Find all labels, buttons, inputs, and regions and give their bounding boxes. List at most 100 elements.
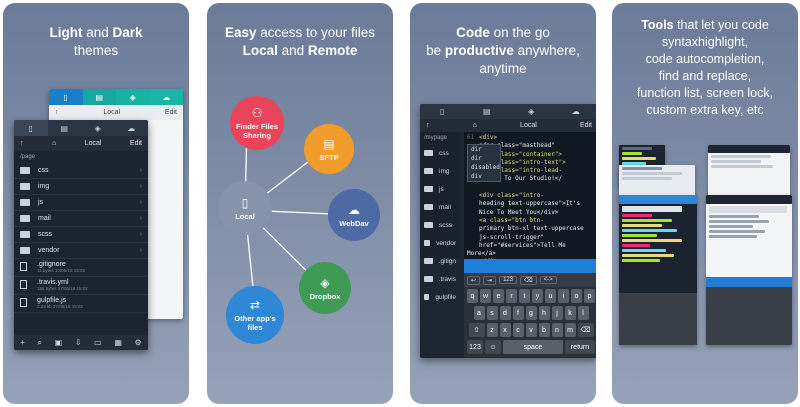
add-icon[interactable]: + — [20, 338, 25, 347]
folder-row[interactable]: scss› — [14, 227, 148, 243]
sidebar-item[interactable]: css — [420, 144, 460, 162]
sidebar-item[interactable]: img — [420, 162, 460, 180]
folder-row[interactable]: js› — [14, 195, 148, 211]
gear-icon[interactable]: ⚙ — [134, 338, 142, 347]
key-i[interactable]: i — [558, 289, 569, 303]
sidebar-item[interactable]: js — [420, 180, 460, 198]
window-icon[interactable]: ▭ — [94, 338, 102, 347]
key-y[interactable]: y — [532, 289, 543, 303]
dropbox-node[interactable]: ◈ Dropbox — [299, 262, 351, 314]
autocomplete-item[interactable]: dir — [471, 146, 482, 153]
key-g[interactable]: g — [525, 306, 537, 320]
key-p[interactable]: p — [584, 289, 595, 303]
key-r[interactable]: r — [506, 289, 517, 303]
key-w[interactable]: w — [480, 289, 491, 303]
key-n[interactable]: n — [551, 323, 563, 337]
server-icon[interactable]: ▤ — [60, 123, 69, 133]
autocomplete-item[interactable]: div — [471, 173, 482, 180]
mini-toolbar — [706, 277, 792, 287]
extra-key[interactable]: 123 — [499, 276, 518, 284]
cloud-icon[interactable]: ☁ — [149, 89, 183, 105]
key-u[interactable]: u — [545, 289, 556, 303]
key-h[interactable]: h — [538, 306, 550, 320]
up-arrow-icon[interactable]: ↑ — [55, 109, 59, 116]
cloud-icon[interactable]: ☁ — [127, 123, 136, 133]
extra-key[interactable]: <-> — [539, 276, 557, 284]
extra-key[interactable]: ⇥ — [483, 275, 497, 285]
numbers-key[interactable]: 123 — [467, 340, 483, 354]
folder-row[interactable]: css› — [14, 163, 148, 179]
key-x[interactable]: x — [499, 323, 511, 337]
sidebar-item[interactable]: scss — [420, 216, 460, 234]
sidebar-item[interactable]: vendor — [420, 234, 460, 252]
code-text: <div class="intro-text"> — [479, 158, 566, 166]
key-k[interactable]: k — [564, 306, 576, 320]
key-q[interactable]: q — [467, 289, 478, 303]
finder-files-sharing-node[interactable]: ⚇ Finder Files Sharing — [230, 96, 284, 150]
local-node[interactable]: ▯ Local — [218, 181, 272, 235]
sidebar-item[interactable]: .travis — [420, 270, 460, 288]
up-arrow-icon[interactable]: ↑ — [20, 140, 24, 147]
bottom-toolbar: + ⌕ ▣ ⇩ ▭ ▦ ⚙ — [14, 335, 148, 350]
folder-row[interactable]: img› — [14, 179, 148, 195]
sidebar-item[interactable]: .gitign — [420, 252, 460, 270]
server-icon[interactable]: ▤ — [482, 107, 491, 116]
key-b[interactable]: b — [538, 323, 550, 337]
save-icon[interactable]: ▣ — [54, 338, 63, 347]
backspace-key[interactable]: ⌫ — [577, 323, 594, 337]
transfer-icon: ⇄ — [249, 298, 261, 312]
finder-icon: ⚇ — [251, 106, 263, 120]
folder-row[interactable]: vendor› — [14, 243, 148, 259]
device-icon[interactable]: ▯ — [440, 107, 445, 116]
up-arrow-icon[interactable]: ↑ — [426, 122, 430, 129]
dropbox-icon[interactable]: ◈ — [94, 123, 101, 133]
edit-button[interactable]: Edit — [129, 140, 142, 147]
cloud-icon[interactable]: ☁ — [571, 107, 580, 116]
edit-button[interactable]: Edit — [579, 122, 592, 129]
return-key[interactable]: return — [565, 340, 595, 354]
device-icon[interactable]: ▯ — [49, 89, 83, 105]
download-icon[interactable]: ⇩ — [74, 338, 82, 347]
home-icon[interactable]: ⌂ — [472, 122, 477, 129]
shift-key[interactable]: ⇧ — [468, 323, 485, 337]
sidebar-item[interactable]: mail — [420, 198, 460, 216]
terminal-icon[interactable]: ▦ — [114, 338, 122, 347]
key-l[interactable]: l — [577, 306, 589, 320]
search-icon[interactable]: ⌕ — [37, 337, 43, 347]
dark-theme-phone: ▯ ▤ ◈ ☁ ↑ ⌂ Local Edit /page css›img›js›… — [14, 120, 148, 350]
key-d[interactable]: d — [499, 306, 511, 320]
autocomplete-item[interactable]: dir — [471, 155, 482, 162]
extra-key[interactable]: ↩ — [467, 275, 481, 285]
autocomplete-item[interactable]: disabled — [471, 164, 500, 171]
extra-key[interactable]: ⌫ — [520, 275, 537, 285]
key-m[interactable]: m — [564, 323, 576, 337]
key-z[interactable]: z — [486, 323, 498, 337]
key-e[interactable]: e — [493, 289, 504, 303]
key-v[interactable]: v — [525, 323, 537, 337]
folder-icon — [424, 240, 431, 246]
other-apps-files-node[interactable]: ⇄ Other app's files — [226, 286, 284, 344]
emoji-key[interactable]: ☺ — [485, 340, 501, 354]
key-t[interactable]: t — [519, 289, 530, 303]
device-icon[interactable]: ▯ — [14, 120, 48, 136]
file-icon — [424, 258, 433, 264]
edit-button[interactable]: Edit — [164, 109, 177, 116]
key-c[interactable]: c — [512, 323, 524, 337]
sftp-node[interactable]: ▤ SFTP — [304, 124, 354, 174]
server-icon[interactable]: ▤ — [82, 89, 116, 105]
webdav-node[interactable]: ☁ WebDav — [328, 189, 380, 241]
key-a[interactable]: a — [473, 306, 485, 320]
dropbox-icon[interactable]: ◈ — [116, 89, 150, 105]
key-o[interactable]: o — [571, 289, 582, 303]
key-j[interactable]: j — [551, 306, 563, 320]
key-f[interactable]: f — [512, 306, 524, 320]
key-s[interactable]: s — [486, 306, 498, 320]
dropbox-icon[interactable]: ◈ — [528, 107, 535, 116]
folder-row[interactable]: mail› — [14, 211, 148, 227]
home-icon[interactable]: ⌂ — [51, 140, 57, 147]
sidebar-item[interactable]: gulpfile — [420, 288, 460, 306]
space-key[interactable]: space — [503, 340, 563, 354]
